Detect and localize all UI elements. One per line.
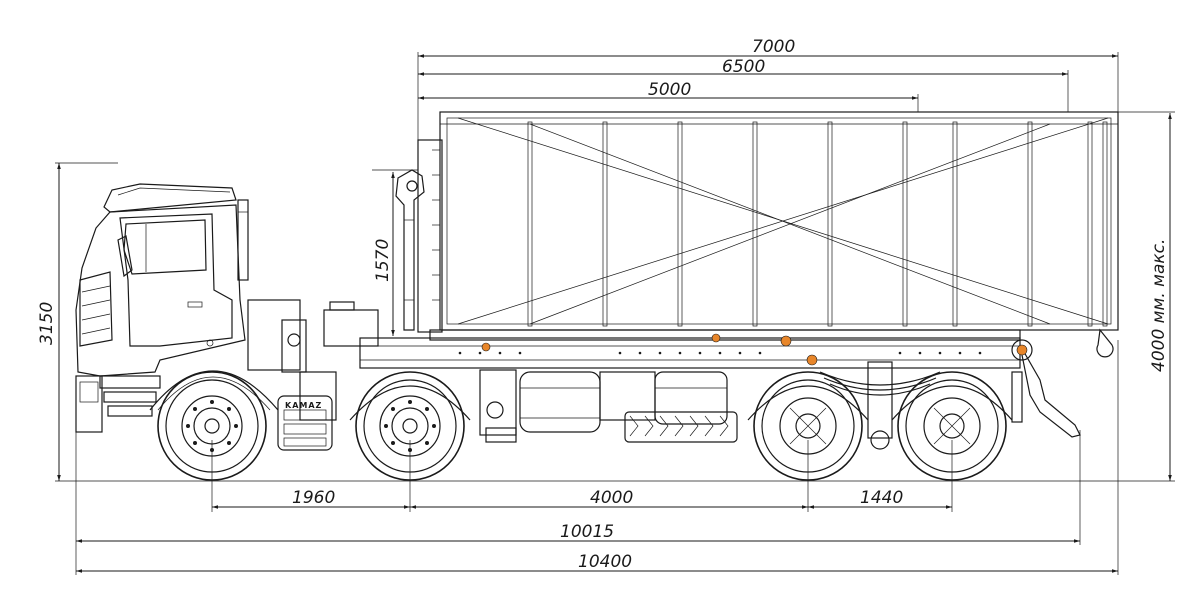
dim-label-1570: 1570 [373,239,393,282]
hook-lift-arm [395,169,425,331]
frame-rivets [458,351,982,355]
dim-label-4000-max: 4000 мм. макс. [1149,239,1169,372]
wheel-rear-2 [897,371,1007,481]
brand-label: KAMAZ [285,401,322,410]
dim-label-10015: 10015 [560,522,614,542]
dim-label-3150: 3150 [37,302,57,345]
wheel-front-1 [157,371,267,481]
dim-label-1440: 1440 [860,488,903,508]
container-body [417,111,1119,358]
rear-mudflap [1011,371,1023,423]
wheel-rear-1 [753,371,863,481]
dim-label-1960: 1960 [292,488,335,508]
air-tanks [479,369,517,443]
side-step-box: KAMAZ [277,395,333,451]
dim-label-4000: 4000 [590,488,633,508]
dim-label-7000: 7000 [752,37,795,57]
dimension-labels: 7000 6500 5000 3150 1570 4000 мм. макс. … [37,37,1169,572]
dimension-lines [55,52,1175,575]
wheel-fenders [349,385,1013,421]
rear-suspension [819,361,941,450]
dim-label-5000: 5000 [648,80,691,100]
chassis-frame [359,329,1081,438]
battery-box [599,371,738,443]
truck-cab [75,183,279,433]
orange-markers [481,333,818,366]
dim-label-10400: 10400 [578,552,632,572]
dim-label-6500: 6500 [722,57,765,77]
wheel-front-2 [355,371,465,481]
container-ribs [527,121,1108,327]
